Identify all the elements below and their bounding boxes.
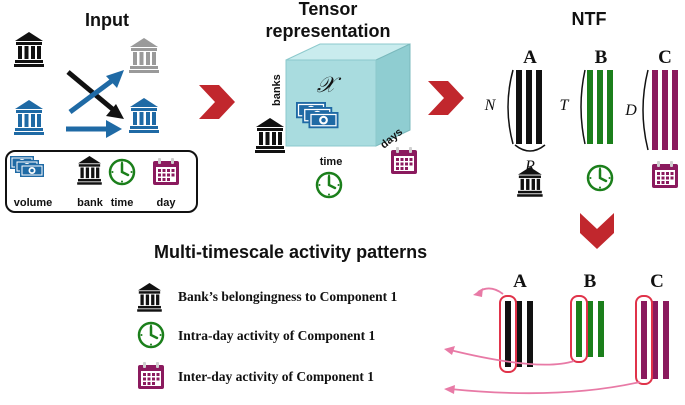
pattern-factor-b-label: B [584,271,597,292]
ntf-title: NTF [572,9,607,29]
bank-icon-black [14,32,44,67]
tensor-title-line1: Tensor [299,0,358,19]
pattern-factor-a-matrix [505,301,533,367]
ntf-factor-a-label: A [523,47,537,68]
patterns-title: Multi-timescale activity patterns [154,242,427,262]
ntf-b-column-1 [587,70,593,144]
calendar-icon-pattern [138,362,164,389]
legend-volume: volume [14,197,53,209]
ntf-factor-b-matrix [587,70,613,144]
pattern-item-intraday: Intra-day activity of Component 1 [178,328,375,343]
ntf-dim-n: N [484,97,497,114]
ntf-factor-c-label: C [658,47,672,68]
legend-bank: bank [77,197,104,209]
pattern-item-bank: Bank’s belongingness to Component 1 [178,289,398,304]
ntf-a-column-1 [516,70,522,144]
bank-icon-gray [129,38,159,73]
transfer-arrows [66,70,124,138]
calendar-icon-legend [153,158,179,185]
ntf-dim-t: T [560,97,570,114]
bank-icon-pattern [137,283,162,312]
input-legend-box [5,150,198,213]
bank-icon-tensor [255,118,285,153]
pattern-factor-c-matrix [641,301,669,379]
ntf-dim-d: D [624,102,637,119]
clock-icon-ntf [586,164,614,192]
tensor-axis-time: time [320,156,343,168]
ntf-b-column-3 [607,70,613,144]
ntf-factor-c-matrix [652,70,678,150]
legend-time: time [111,197,134,209]
input-title: Input [85,10,129,30]
ntf-factor-b-label: B [595,47,608,68]
component-link-arrowheads [444,288,483,394]
flow-arrow-input-to-tensor [199,85,235,119]
ntf-factor-a-matrix [516,70,542,144]
legend-day: day [157,197,177,209]
pattern-factor-a-label: A [513,271,527,292]
pattern-item-interday: Inter-day activity of Component 1 [178,369,374,384]
pattern-factor-c-label: C [650,271,664,292]
bank-icon-blue-target [129,98,159,133]
clock-icon-legend [108,158,136,186]
calendar-icon-tensor [391,147,417,174]
bank-icon-ntf [517,167,543,197]
ntf-c-column-2 [662,70,668,150]
tensor-axis-banks: banks [271,74,283,106]
clock-icon-pattern [137,321,165,349]
ntf-c-column-1 [652,70,658,150]
ntf-rank-r: R [524,158,535,175]
bank-icon-blue-source [14,100,44,135]
ntf-c-column-3 [672,70,678,150]
flow-arrow-ntf-to-patterns [580,213,614,249]
ntf-b-column-2 [597,70,603,144]
clock-icon-tensor [315,171,343,199]
component-link-arrows [449,287,641,395]
ntf-brackets [507,69,649,152]
ntf-a-column-2 [526,70,532,144]
component-1-highlights [499,295,653,385]
ntf-a-column-3 [536,70,542,144]
flow-arrow-tensor-to-ntf [428,81,464,115]
pattern-factor-b-matrix [576,301,604,357]
tensor-title-line2: representation [265,21,390,41]
calendar-icon-ntf [652,161,678,188]
